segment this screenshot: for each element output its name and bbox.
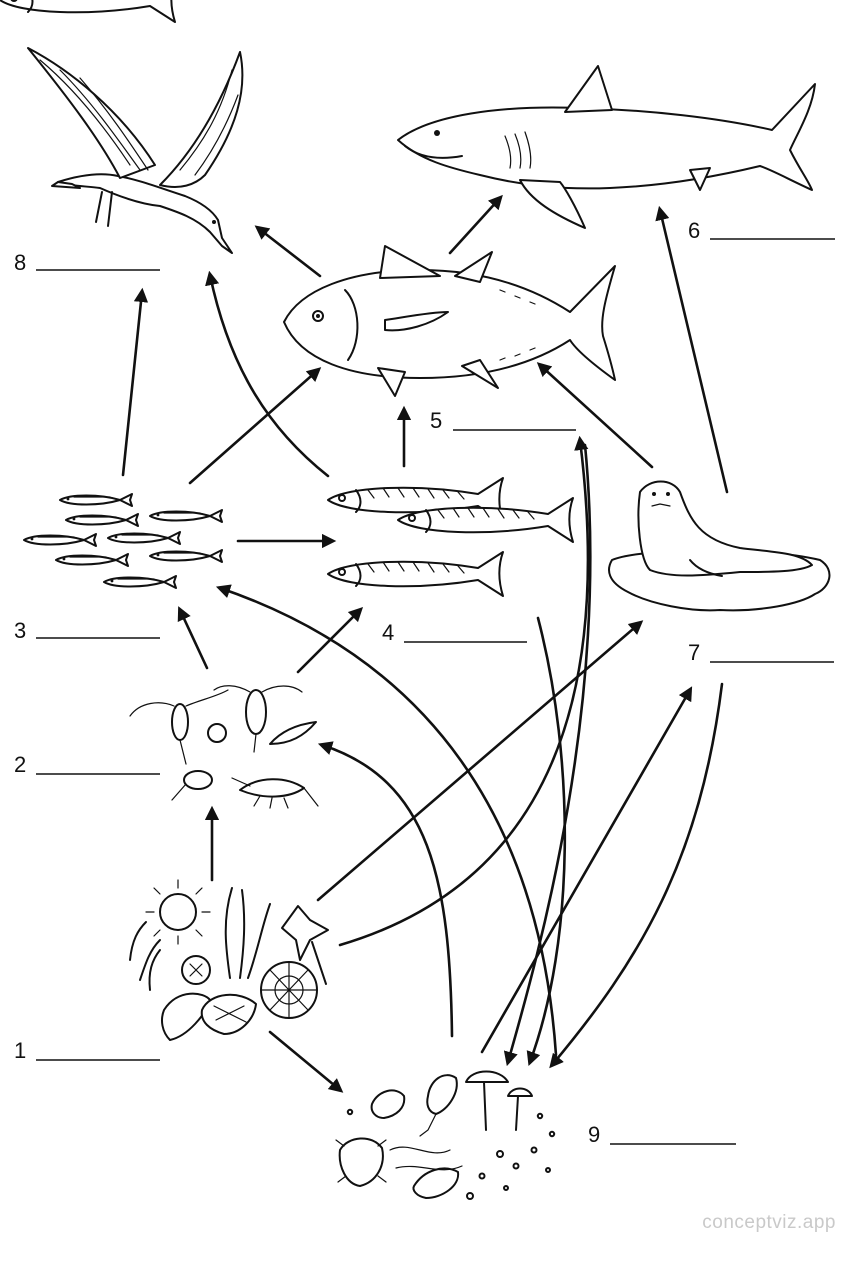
arrow-1-to-9 [268,1030,344,1093]
seabird-icon [27,47,244,254]
label-number-7: 7 [688,640,700,665]
arrow-5-to-8 [254,225,322,278]
watermark: conceptviz.app [702,1212,836,1233]
tuna-icon [283,245,616,397]
mackerel-icon [0,0,574,597]
phytoplankton-icon [129,879,329,1041]
label-number-4: 4 [382,620,394,645]
label-number-3: 3 [14,618,26,643]
arrow-2-to-3 [177,606,209,670]
label-number-2: 2 [14,752,26,777]
shark-icon [397,65,816,229]
label-number-9: 9 [588,1122,600,1147]
seal-icon [608,480,831,612]
arrow-9-to-3 [215,584,558,1057]
arrow-3-to-5 [188,367,322,485]
arrow-5-to-6 [448,194,503,255]
label-number-1: 1 [14,1038,26,1063]
label-number-8: 8 [14,250,26,275]
arrow-9-to-2 [317,741,454,1038]
arrow-5-to-9 [503,443,592,1067]
arrow-4-to-9 [526,616,567,1067]
arrow-7-to-9 [549,682,724,1069]
zooplankton-icon [129,685,319,809]
arrow-3-to-8 [121,287,149,477]
label-number-5: 5 [430,408,442,433]
arrows [121,194,729,1093]
arrow-7-to-6 [655,205,729,494]
small-fish-school-icon [0,0,223,589]
arrow-7-to-5 [536,362,654,469]
arrow-4-to-8 [205,270,330,478]
arrow-2-to-4 [296,606,364,674]
decomposers-icon [335,1070,556,1200]
label-number-6: 6 [688,218,700,243]
arrow-1-to-9-curve [338,435,590,947]
arrow-9-to-7 [480,686,693,1054]
